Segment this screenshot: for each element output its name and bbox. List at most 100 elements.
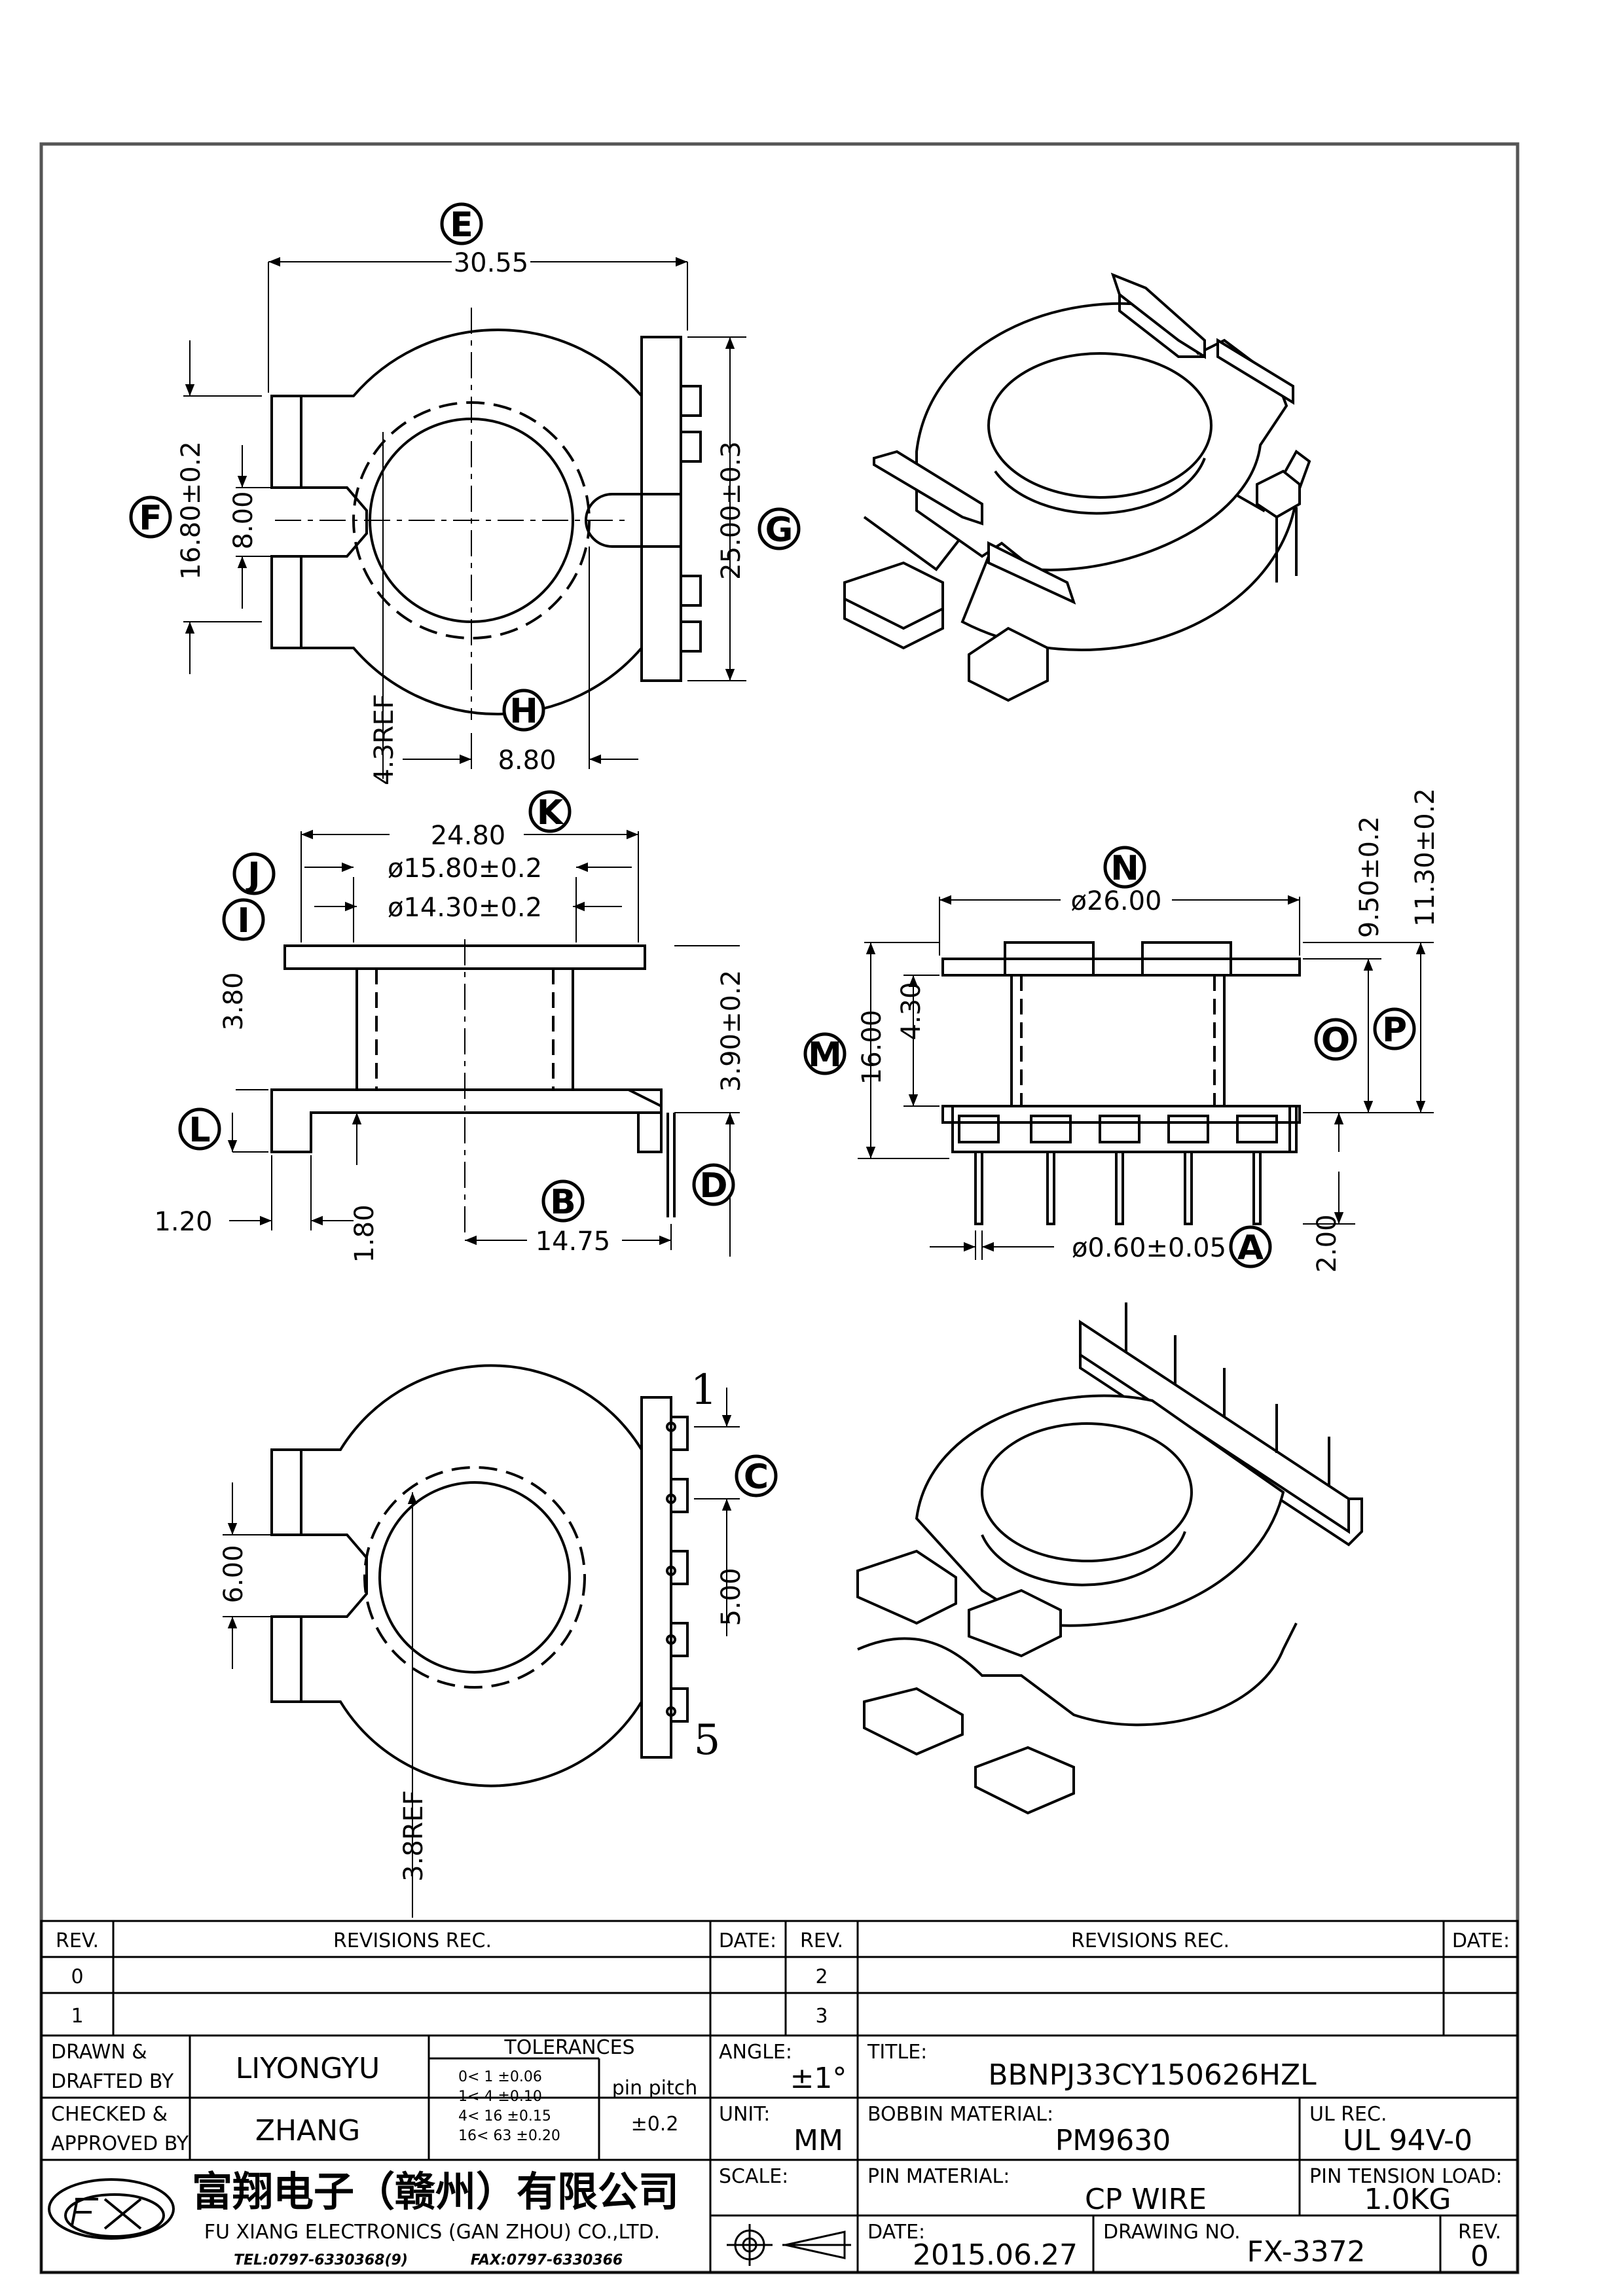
dim-side-height-right: 3.90±0.2 (716, 970, 746, 1092)
dim-front-pin-dia: ø0.60±0.05 (1072, 1233, 1226, 1263)
pin-tension-value: 1.0KG (1364, 2183, 1451, 2216)
callout-f: F (139, 499, 162, 538)
pin-first-label: 1 (691, 1366, 718, 1414)
callout-a: A (1237, 1229, 1264, 1268)
dim-front-total: 16.00 (857, 1010, 887, 1085)
dim-bottom-ref: 3.8REF (399, 1790, 429, 1882)
callout-markers (129, 202, 1416, 1498)
bobbin-material-label: BOBBIN MATERIAL: (867, 2103, 1053, 2126)
callout-j: J (246, 855, 260, 895)
bobbin-material-value: PM9630 (1055, 2124, 1171, 2157)
dim-side-outer-dia: ø15.80±0.2 (388, 853, 542, 884)
pin-pitch-value: ±0.2 (631, 2113, 679, 2136)
company-logo-icon (48, 2178, 175, 2240)
bottom-view (223, 1364, 740, 1918)
unit-label: UNIT: (719, 2103, 770, 2126)
date-value: 2015.06.27 (913, 2238, 1078, 2272)
iso-view-top (843, 272, 1311, 702)
dim-bottom-pitch: 5.00 (716, 1568, 746, 1626)
dim-side-width: 24.80 (431, 821, 506, 851)
callout-c: C (744, 1458, 769, 1497)
callout-n: N (1110, 849, 1139, 888)
ul-rec-value: UL 94V-0 (1343, 2124, 1472, 2157)
dim-top-ref: 4.3REF (369, 694, 399, 785)
dim-side-flange: 1.20 (154, 1207, 212, 1237)
drawn-by: LIYONGYU (236, 2052, 380, 2085)
callout-d: D (699, 1166, 727, 1206)
rev-row-3: 3 (815, 2005, 828, 2028)
dim-top-pin-height: 25.00±0.3 (716, 441, 746, 580)
company-tel: TEL:0797-6330368(9) (234, 2252, 408, 2269)
date-label: DATE: (867, 2221, 925, 2244)
tolerance-row-2: 4< 16 ±0.15 (458, 2108, 551, 2125)
dim-front-h2: 11.30±0.2 (1410, 788, 1440, 927)
iso-view-bottom (856, 1302, 1363, 1815)
drawing-no-value: FX-3372 (1247, 2235, 1365, 2269)
tolerance-row-1: 1< 4 ±0.10 (458, 2089, 542, 2105)
callout-l: L (189, 1111, 210, 1150)
callout-o: O (1321, 1021, 1350, 1060)
scale-label: SCALE: (719, 2165, 788, 2188)
date-header-right: DATE: (1452, 1929, 1510, 1952)
dim-front-mid: 4.30 (896, 982, 926, 1040)
callout-h: H (509, 692, 538, 731)
top-view (183, 257, 746, 779)
dimension-labels: 30.55 16.80±0.2 8.00 25.00±0.3 4.3REF 8.… (154, 248, 1440, 1882)
title-label: TITLE: (867, 2041, 927, 2064)
tolerances-label: TOLERANCES (503, 2036, 634, 2059)
dim-front-h1: 9.50±0.2 (1355, 816, 1385, 938)
company-name-cn: 富翔电子（赣州）有限公司 (192, 2168, 679, 2215)
pin-material-value: CP WIRE (1085, 2183, 1207, 2216)
angle-value: ±1° (790, 2062, 847, 2095)
rev-value: 0 (1470, 2240, 1489, 2273)
title-block: REV. REVISIONS REC. DATE: REV. REVISIONS… (51, 1929, 1510, 2273)
dim-side-inner-dia: ø14.30±0.2 (388, 893, 542, 923)
date-header-left: DATE: (719, 1929, 776, 1952)
callout-g: G (765, 511, 793, 550)
front-view (858, 895, 1434, 1260)
dim-side-length: 14.75 (536, 1227, 611, 1257)
title-value: BBNPJ33CY150626HZL (988, 2058, 1317, 2092)
callout-p: P (1382, 1011, 1407, 1050)
rev-label: REV. (1458, 2221, 1501, 2244)
revisions-header-right: REVISIONS REC. (1071, 1929, 1230, 1952)
rev-row-0: 0 (71, 1965, 83, 1988)
checked-label-1: CHECKED & (51, 2103, 168, 2126)
callout-i: I (237, 901, 249, 941)
drawing-no-label: DRAWING NO. (1103, 2221, 1241, 2244)
dim-front-dia: ø26.00 (1071, 886, 1162, 916)
angle-label: ANGLE: (719, 2041, 792, 2064)
ul-rec-label: UL REC. (1309, 2103, 1387, 2126)
dim-side-height-left: 3.80 (219, 972, 249, 1030)
pin-last-label: 5 (694, 1716, 721, 1765)
rev-row-1: 1 (71, 2005, 83, 2028)
tolerance-row-0: 0< 1 ±0.06 (458, 2069, 542, 2085)
revisions-header-left: REVISIONS REC. (333, 1929, 492, 1952)
dim-front-pin-len: 2.00 (1312, 1214, 1342, 1272)
rev-row-2: 2 (815, 1965, 828, 1988)
rev-header-left: REV. (56, 1929, 99, 1952)
callout-k: K (537, 793, 564, 833)
dim-bottom-slot: 6.00 (219, 1545, 249, 1603)
pin-pitch-label: pin pitch (612, 2077, 698, 2100)
company-fax: FAX:0797-6330366 (471, 2252, 623, 2269)
unit-value: MM (793, 2124, 843, 2157)
dim-top-offset: 8.80 (498, 745, 556, 776)
rev-header-right: REV. (800, 1929, 843, 1952)
tolerance-row-3: 16< 63 ±0.20 (458, 2128, 560, 2144)
company-name-en: FU XIANG ELECTRONICS (GAN ZHOU) CO.,LTD. (204, 2221, 660, 2244)
title-block-grid (40, 1920, 1519, 2274)
callout-b: B (550, 1183, 576, 1222)
drawn-label-1: DRAWN & (51, 2041, 147, 2064)
dim-top-width: 30.55 (454, 248, 529, 278)
pin-material-label: PIN MATERIAL: (867, 2165, 1010, 2188)
pin-tension-label: PIN TENSION LOAD: (1309, 2165, 1503, 2188)
side-view (227, 829, 740, 1257)
callout-e: E (450, 206, 473, 245)
projection-symbol-icon (727, 2224, 851, 2266)
dim-side-flange2: 1.80 (350, 1204, 380, 1263)
checked-label-2: APPROVED BY (51, 2132, 189, 2155)
callout-m: M (808, 1035, 842, 1075)
drawn-label-2: DRAFTED BY (51, 2070, 174, 2093)
